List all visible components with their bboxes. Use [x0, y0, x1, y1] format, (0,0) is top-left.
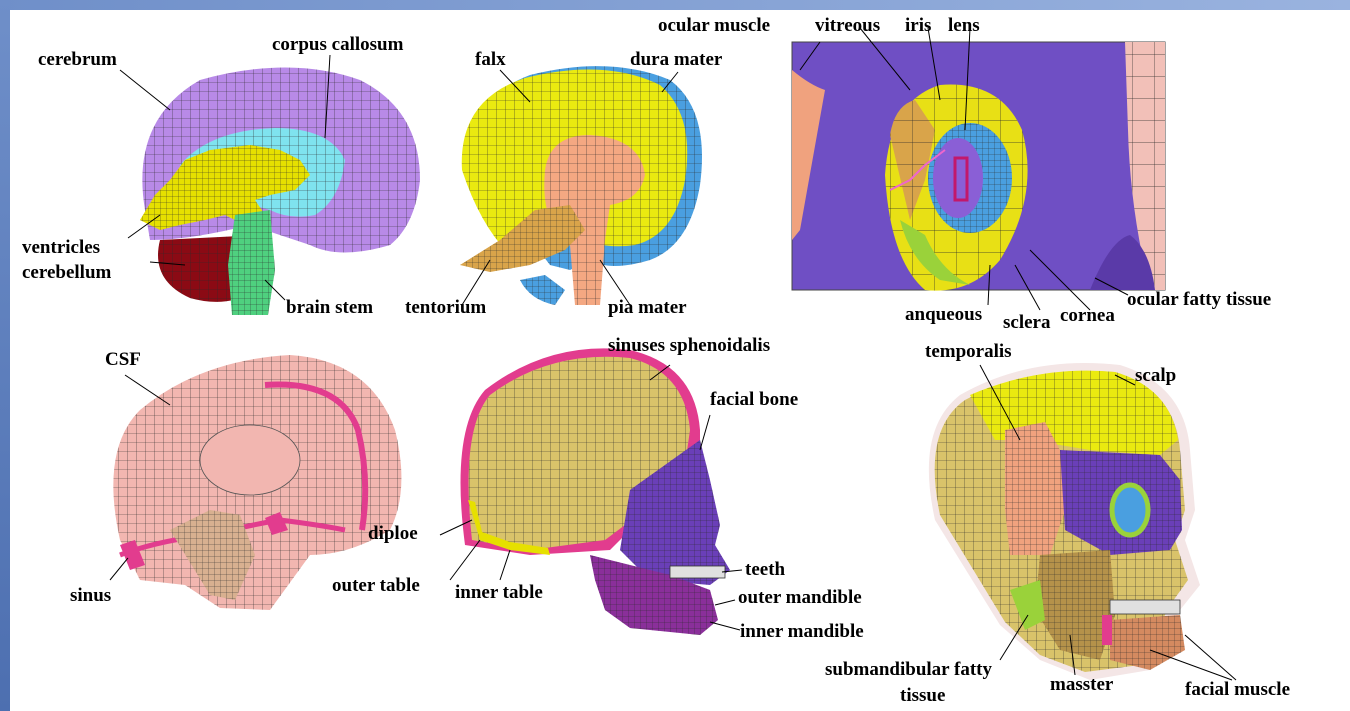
csf-inner-shape — [200, 425, 300, 495]
label-diploe: diploe — [368, 524, 418, 544]
figure-canvas: cerebrum corpus callosum ventricles cere… — [10, 10, 1350, 711]
leader-facial-muscle-2 — [1185, 635, 1236, 680]
frame-top-border — [0, 0, 1350, 10]
label-masster: masster — [1050, 675, 1113, 695]
label-outer-mandible: outer mandible — [738, 588, 862, 608]
label-corpus-callosum: corpus callosum — [272, 35, 403, 55]
label-sinuses-sphenoidalis: sinuses sphenoidalis — [608, 336, 770, 356]
label-submandibular-fatty-tissue-line1: submandibular fatty — [825, 660, 992, 680]
label-facial-bone: facial bone — [710, 390, 798, 410]
label-ocular-fatty-tissue: ocular fatty tissue — [1127, 290, 1271, 310]
label-vitreous: vitreous — [815, 16, 880, 36]
head-eye-shape — [1112, 485, 1148, 535]
label-scalp: scalp — [1135, 366, 1176, 386]
leader-outer-mandible — [715, 600, 735, 605]
label-lens: lens — [948, 16, 980, 36]
teeth-shape — [670, 566, 725, 578]
leader-outer-table — [450, 540, 480, 580]
label-iris: iris — [905, 16, 931, 36]
eye-panel — [792, 28, 1165, 310]
label-falx: falx — [475, 50, 506, 70]
label-csf: CSF — [105, 350, 141, 370]
label-ventricles: ventricles — [22, 238, 100, 258]
label-sinus: sinus — [70, 586, 111, 606]
csf-panel — [110, 355, 401, 610]
frame-left-border — [0, 0, 10, 711]
label-cerebellum: cerebellum — [22, 263, 111, 283]
label-inner-mandible: inner mandible — [740, 622, 864, 642]
label-submandibular-fatty-tissue-line2: tissue — [900, 686, 945, 706]
label-anqueous: anqueous — [905, 305, 982, 325]
label-sclera: sclera — [1003, 313, 1050, 333]
label-facial-muscle: facial muscle — [1185, 680, 1290, 700]
meninges-panel — [460, 66, 702, 305]
leader-inner-table — [500, 550, 510, 580]
head-model-figure — [10, 10, 1350, 711]
leader-inner-mandible — [710, 622, 740, 630]
leader-cerebrum — [120, 70, 170, 110]
head-panel — [929, 363, 1236, 680]
eye-iris-shape — [933, 138, 983, 218]
brain-panel — [120, 55, 420, 315]
label-temporalis: temporalis — [925, 342, 1012, 362]
head-teeth-shape — [1110, 600, 1180, 614]
label-pia-mater: pia mater — [608, 298, 687, 318]
leader-facial-bone — [700, 415, 710, 450]
label-teeth: teeth — [745, 560, 785, 580]
label-outer-table: outer table — [332, 576, 420, 596]
facial-muscle-strip — [1102, 615, 1112, 645]
label-brain-stem: brain stem — [286, 298, 373, 318]
label-tentorium: tentorium — [405, 298, 486, 318]
label-inner-table: inner table — [455, 583, 543, 603]
label-dura-mater: dura mater — [630, 50, 722, 70]
label-ocular-muscle: ocular muscle — [658, 16, 770, 36]
label-cornea: cornea — [1060, 306, 1115, 326]
label-cerebrum: cerebrum — [38, 50, 117, 70]
leader-csf — [125, 375, 170, 405]
leader-sinus — [110, 558, 128, 580]
